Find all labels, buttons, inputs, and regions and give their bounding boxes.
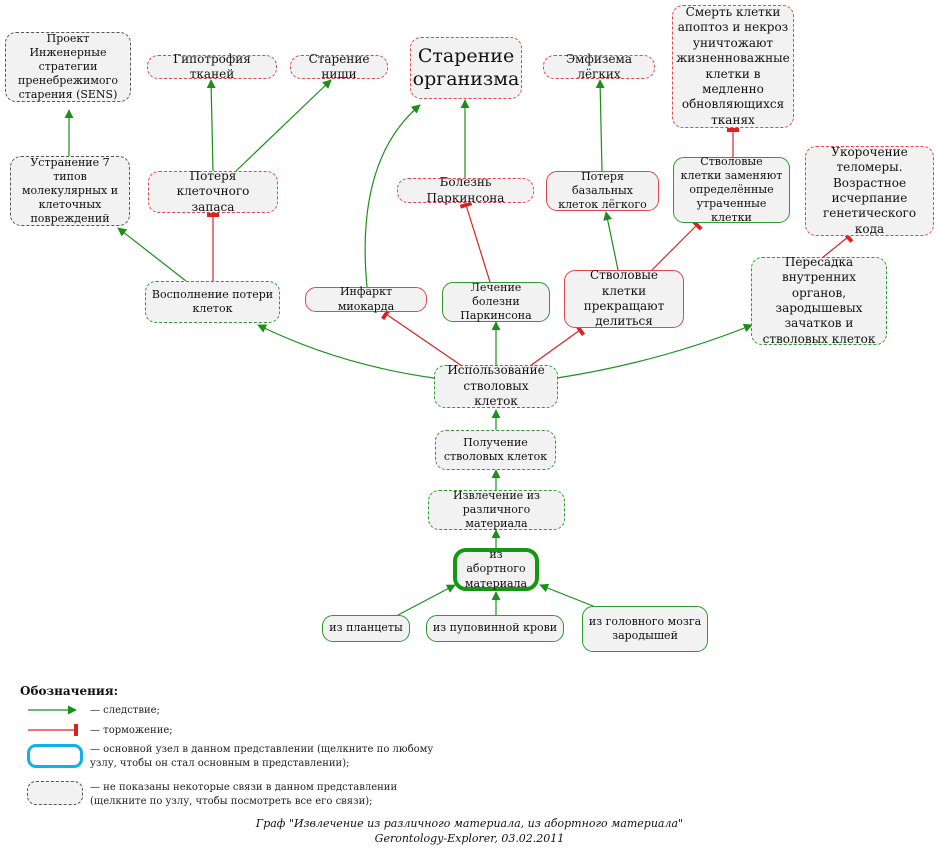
legend-hidden-links-text: — не показаны некоторые связи в данном п…	[90, 782, 398, 807]
edge-alveolar-emphysema	[595, 79, 605, 172]
node-sens[interactable]: Проект Инженерные стратегии пренебрежимо…	[5, 32, 131, 102]
edge-use-transplant	[556, 323, 753, 379]
legend-hidden-links-sample	[27, 781, 83, 805]
node-emphysema[interactable]: Эмфизема лёгких	[543, 52, 655, 81]
edge-scstop-screplace	[651, 219, 703, 271]
legend-main-node-text: — основной узел в данном представлении (…	[90, 744, 434, 769]
node-sc-stop[interactable]: Стволовые клетки прекращают делиться	[564, 268, 684, 328]
node-cell-loss[interactable]: Потеря клеточного запаса	[148, 169, 278, 214]
edge-infarct-organism	[364, 104, 421, 288]
node-cord-blood[interactable]: из пуповинной крови	[426, 615, 564, 642]
edge-use-infarct	[380, 307, 463, 367]
edge-use-scstop	[529, 323, 586, 367]
edge-treat-parkinson	[459, 201, 491, 283]
edge-scstop-alveolar	[603, 211, 619, 271]
legend-inhibition-text: — торможение;	[90, 725, 173, 736]
edge-brain-abortive	[539, 583, 599, 609]
node-sc-get[interactable]: Получение стволовых клеток	[435, 430, 556, 470]
node-seven-types[interactable]: Устранение 7 типов молекулярных и клеточ…	[10, 156, 130, 226]
node-sc-use[interactable]: Использование стволовых клеток	[434, 363, 558, 408]
node-parkinson[interactable]: Болезнь Паркинсона	[397, 175, 534, 205]
node-cell-death[interactable]: Смерть клетки апоптоз и некроз уничтожаю…	[672, 5, 794, 128]
graph-source: Gerontology-Explorer, 03.02.2011	[374, 832, 565, 845]
edge-cellloss-hypotrophy	[206, 79, 216, 172]
edge-use-replenish	[257, 324, 435, 379]
node-placenta[interactable]: из планцеты	[322, 615, 410, 642]
edge-cellloss-niche	[235, 79, 332, 172]
node-extract[interactable]: Извлечение из различного материала	[428, 489, 565, 530]
node-niche-aging[interactable]: Старение ниши	[290, 52, 388, 81]
node-transplant[interactable]: Пересадка внутренних органов, зародышевы…	[751, 255, 887, 346]
edge-transplant-telomere	[821, 231, 854, 259]
node-fetal-brain[interactable]: из головного мозга зародышей	[582, 606, 708, 652]
legend-title: Обозначения:	[20, 684, 119, 698]
legend-consequence-text: — следствие;	[90, 705, 160, 716]
node-alveolar-loss[interactable]: Потеря базальных клеток лёгкого	[546, 170, 659, 211]
edge-replenish-seven	[117, 227, 187, 282]
node-telomere[interactable]: Укорочение теломеры. Возрастное исчерпан…	[805, 145, 934, 236]
node-organism-aging[interactable]: Старение организма	[410, 37, 522, 99]
node-infarct[interactable]: Инфаркт миокарда	[305, 285, 427, 313]
node-hypotrophy[interactable]: Гипотрофия тканей	[147, 52, 277, 81]
edge-placenta-abortive	[397, 584, 456, 616]
legend-main-node-sample	[27, 744, 83, 768]
graph-title: Граф "Извлечение из различного материала…	[255, 817, 684, 830]
node-sc-replace[interactable]: Стволовые клетки заменяют определённые у…	[673, 155, 790, 224]
node-abortive[interactable]: из абортного материала	[453, 548, 539, 591]
node-parkinson-treat[interactable]: Лечение болезни Паркинсона	[442, 281, 550, 322]
node-replenish[interactable]: Восполнение потери клеток	[145, 281, 280, 323]
